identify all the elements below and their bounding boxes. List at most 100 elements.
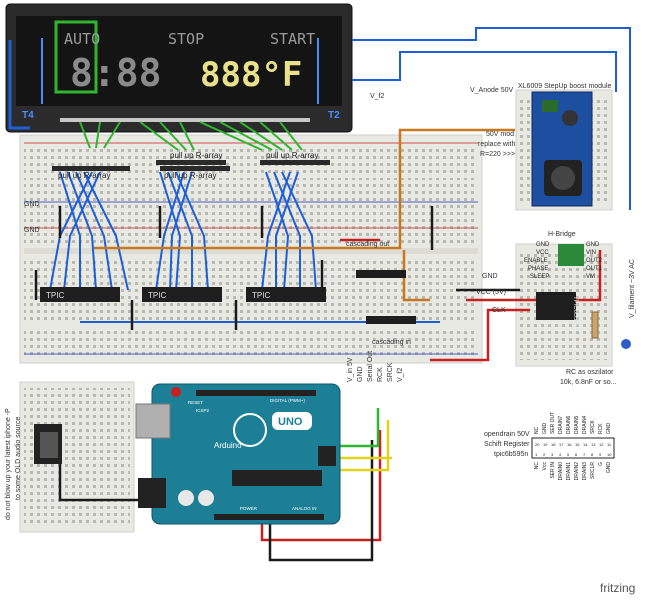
label-icsp2: ICSP2	[196, 408, 210, 413]
pullup-label-4: pull up R-array	[266, 151, 318, 160]
arduino-label-vin: V_in 5V	[347, 357, 354, 382]
label-analog: ANALOG IN	[292, 506, 317, 511]
rail-labels: V_Anode 50V V_f2 GND GND GND VCC (5V) CL…	[24, 87, 636, 346]
hb-pin-r-out1: OUT1	[586, 266, 603, 272]
hbridge-title: H-Bridge	[548, 231, 576, 238]
sr-pin-top-0: NC	[534, 426, 540, 434]
shift-register-pinout: opendrain 50V Schift Register tpic6b595n…	[484, 412, 615, 481]
sr-pin-bottom-9: GND	[606, 462, 612, 474]
cascade-connector-top	[356, 270, 406, 278]
vfd-digits-left: 8:88	[70, 51, 162, 95]
vcc-label: VCC (5V)	[476, 289, 506, 296]
sr-pin-top-number-2: 18	[551, 442, 556, 447]
label-reset: RESET	[188, 400, 203, 405]
sr-pin-top-8: RCK	[598, 423, 604, 434]
rc-note-2: 10k, 6.8nF or so...	[560, 379, 616, 386]
cascading-out-label: cascading out	[346, 241, 389, 248]
clk-label: CLK	[492, 307, 506, 314]
h-bridge-module: H-Bridge GND VCC ENABLE PHASE SLEEP GND …	[524, 231, 603, 280]
arduino-logo	[233, 413, 267, 447]
hb-pin-r-out2: OUT2	[586, 258, 603, 264]
arduino-label-gnd: GND	[357, 366, 364, 382]
fritzing-watermark: fritzing	[600, 581, 635, 595]
audio-note-1: do not blow up your latest iphone -P	[5, 408, 12, 520]
boost-note-3: R=220 >>>	[480, 151, 515, 158]
gnd-label-3: GND	[482, 273, 498, 280]
sr-pin-bottom-1: Vcc	[542, 462, 548, 471]
rc-oscillator: RC as oszilator 10k, 6.8nF or so...	[560, 311, 631, 386]
hb-pin-l-sleep: SLEEP	[530, 274, 549, 280]
arduino-brand: Arduino	[214, 441, 242, 450]
icsp-header	[318, 446, 336, 466]
sr-pin-top-4: DRAIN6	[566, 415, 572, 434]
sr-pin-top-9: GND	[606, 423, 612, 435]
boost-note-1: 50V mod	[486, 131, 514, 138]
cascade-connector-bottom	[366, 316, 416, 324]
hb-pin-l-phase: PHASE	[528, 266, 548, 272]
sr-pin-bottom-number-6: 7	[583, 452, 586, 457]
v-anode-label: V_Anode 50V	[470, 87, 514, 94]
sr-pin-bottom-0: NC	[534, 462, 540, 470]
rc-note-1: RC as oszilator	[566, 369, 614, 376]
vfd-display: AUTO STOP START 8:88 888°F T4 T2	[5, 3, 353, 133]
sr-pin-top-number-8: 12	[599, 442, 604, 447]
sr-pin-bottom-3: DRAIN0	[558, 462, 564, 481]
sr-pin-top-number-5: 15	[575, 442, 580, 447]
v-f2-rail-label: V_f2	[370, 93, 385, 100]
sr-pin-bottom-8: G	[598, 462, 604, 466]
analog-power-header	[214, 514, 324, 520]
vfd-segment-auto: AUTO	[64, 30, 100, 48]
audio-jack: do not blow up your latest iphone -P to …	[5, 408, 62, 520]
sr-pin-top-number-7: 13	[591, 442, 596, 447]
tpic-chip-1-label: TPIC	[46, 291, 64, 300]
arduino-label-rck: RCK	[377, 367, 384, 382]
pullup-label-1: pull up R-array	[58, 171, 110, 180]
sr-pin-top-5: DRAIN5	[574, 415, 580, 434]
pullup-label-3: pull up R-array	[164, 171, 216, 180]
hb-pin-l-enable: ENABLE	[524, 258, 548, 264]
sr-pin-top-number-3: 17	[559, 442, 564, 447]
hb-pin-r-vin: VIN	[586, 250, 596, 256]
arduino-model: UNO	[278, 416, 303, 428]
sr-pin-bottom-number-4: 5	[567, 452, 570, 457]
boost-module: XL6009 StepUp boost module 50V mod repla…	[478, 83, 612, 207]
sr-pin-bottom-number-2: 3	[551, 452, 554, 457]
vfd-digits-right: 888°F	[200, 55, 302, 95]
v-filament-label: V_filament ~3V AC	[629, 259, 636, 318]
tpic-chip-2-label: TPIC	[148, 291, 166, 300]
boost-note-2: replace with	[478, 141, 515, 148]
sr-pin-top-2: SER OUT	[550, 412, 556, 434]
filament-label-left: T4	[22, 110, 34, 121]
sr-note-2: Schift Register	[484, 441, 530, 448]
sr-pin-top-number-0: 20	[535, 442, 540, 447]
sr-pin-bottom-number-0: 1	[535, 452, 538, 457]
sr-pin-bottom-number-5: 6	[575, 452, 578, 457]
hb-pin-r-vm: VM	[586, 274, 595, 280]
digital-header	[196, 390, 316, 396]
hb-pin-r-gnd: GND	[586, 242, 600, 248]
sr-pin-top-number-4: 16	[567, 442, 572, 447]
arduino-uno: Arduino UNO RESET ICSP2 DIGITAL (PWM~) A…	[135, 351, 404, 525]
arduino-label-vf2: V_f2	[397, 367, 404, 382]
tpic-chips: TPIC TPIC TPIC TPIC6B595	[40, 287, 578, 328]
gnd-label-2: GND	[24, 227, 40, 234]
label-digital: DIGITAL (PWM~)	[270, 398, 305, 403]
reset-button	[171, 387, 181, 397]
arduino-label-srck: SRCK	[387, 362, 394, 382]
pullup-arrays: pull up R-array pull up R-array pull up …	[52, 151, 330, 180]
tpic-chip-4-label: TPIC6B595	[572, 296, 578, 328]
green-signal-wires	[330, 408, 380, 448]
sr-pin-top-7: SRCK	[590, 419, 596, 434]
cascading-in-label: cascading in	[372, 339, 411, 346]
vfd-digit-highlight	[54, 20, 98, 94]
sr-pin-top-number-6: 14	[583, 442, 588, 447]
label-power: POWER	[240, 506, 258, 511]
tpic-chip-3-label: TPIC	[252, 291, 270, 300]
vfd-segment-start: START	[270, 30, 315, 48]
sr-pin-bottom-number-8: 9	[599, 452, 602, 457]
hb-pin-l-gnd: GND	[536, 242, 550, 248]
sr-pin-top-number-9: 11	[607, 442, 612, 447]
sr-pin-bottom-number-7: 8	[591, 452, 594, 457]
sr-pin-bottom-5: DRAIN2	[574, 462, 580, 481]
